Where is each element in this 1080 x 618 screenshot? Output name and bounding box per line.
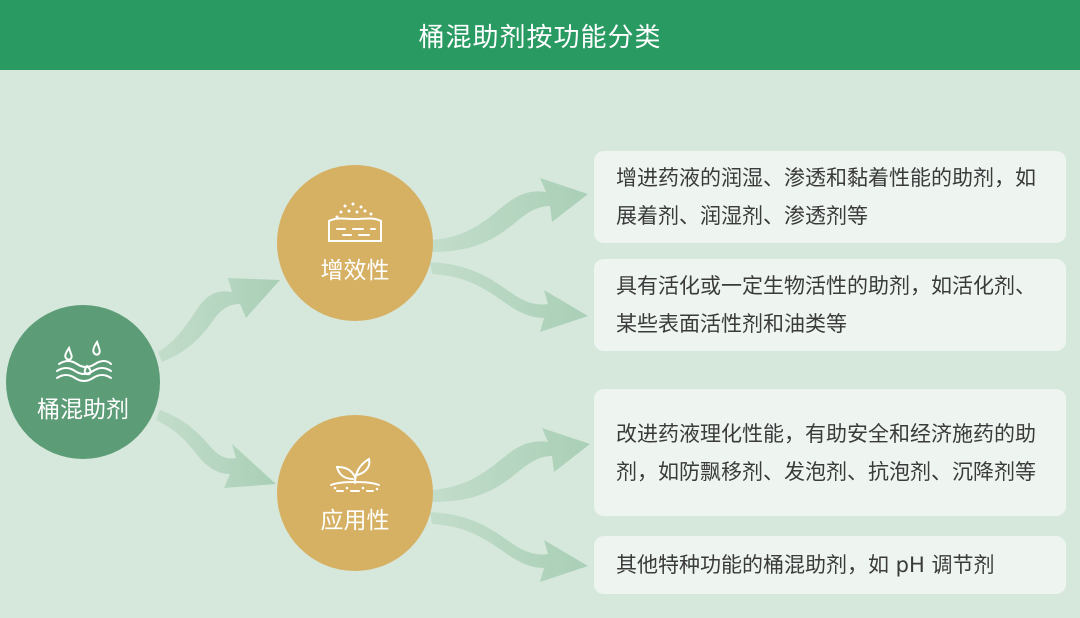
description-card-2: 具有活化或一定生物活性的助剂，如活化剂、某些表面活性剂和油类等: [594, 259, 1066, 351]
description-card-3: 改进药液理化性能，有助安全和经济施药的助剂，如防飘移剂、发泡剂、抗泡剂、沉降剂等: [594, 389, 1066, 516]
sprout-icon: [330, 457, 380, 492]
header-bar: 桶混助剂按功能分类: [0, 0, 1080, 70]
root-node: 桶混助剂: [6, 305, 160, 459]
arrow-enhancement-to-card1: [430, 178, 588, 252]
arrow-enhancement-to-card2: [430, 262, 588, 332]
description-text-4: 其他特种功能的桶混助剂，如 pH 调节剂: [616, 553, 995, 577]
water-drops-waves-icon: [56, 340, 112, 382]
description-text-2: 具有活化或一定生物活性的助剂，如活化剂、某些表面活性剂和油类等: [616, 274, 1036, 336]
category-label-enhancement: 增效性: [320, 258, 390, 284]
description-text-1: 增进药液的润湿、渗透和黏着性能的助剂，如展着剂、润湿剂、渗透剂等: [616, 166, 1036, 228]
description-card-1: 增进药液的润湿、渗透和黏着性能的助剂，如展着剂、润湿剂、渗透剂等: [594, 151, 1066, 243]
root-node-label: 桶混助剂: [37, 397, 129, 423]
arrow-application-to-card3: [430, 428, 590, 502]
arrow-root-to-enhancement: [158, 278, 280, 362]
category-node-enhancement: 增效性: [277, 165, 433, 321]
description-card-4: 其他特种功能的桶混助剂，如 pH 调节剂: [594, 536, 1066, 594]
description-text-3: 改进药液理化性能，有助安全和经济施药的助剂，如防飘移剂、发泡剂、抗泡剂、沉降剂等: [616, 421, 1036, 484]
category-label-application: 应用性: [320, 508, 390, 534]
arrow-root-to-application: [156, 410, 276, 488]
page-title: 桶混助剂按功能分类: [418, 22, 662, 53]
arrow-application-to-card4: [430, 512, 588, 582]
soil-sprinkle-icon: [328, 202, 382, 242]
category-node-application: 应用性: [277, 415, 433, 571]
